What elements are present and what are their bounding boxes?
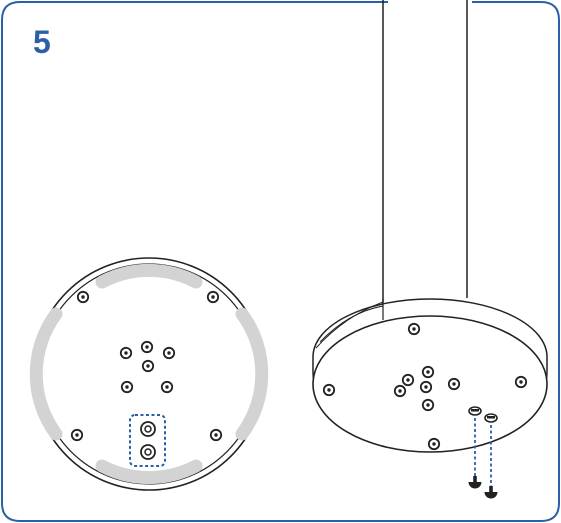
screw-hole-icon (206, 290, 220, 304)
pad-left (29, 307, 63, 441)
screw-hole-icon (401, 373, 415, 387)
insertion-hole-icon (484, 413, 498, 423)
screw-hole-icon (119, 346, 133, 360)
highlighted-screw-hole-icon (140, 444, 156, 460)
screw-hole-icon (209, 428, 223, 442)
screw-hole-icon (393, 384, 407, 398)
screw-hole-icon (160, 380, 174, 394)
screw-hole-icon (514, 375, 528, 389)
screw-hole-icon (447, 377, 461, 391)
screw-hole-icon (421, 365, 435, 379)
insertion-hole-icon (468, 406, 482, 416)
highlighted-screw-hole-icon (140, 421, 156, 437)
pad-top (95, 263, 203, 289)
screw-icon (468, 476, 482, 489)
pad-bottom (95, 459, 203, 485)
screw-hole-icon (140, 340, 154, 354)
base-bottom-view (29, 257, 269, 491)
screw-hole-icon (120, 380, 134, 394)
screw-hole-icon (421, 398, 435, 412)
screw-hole-icon (322, 383, 336, 397)
highlight-box (129, 414, 166, 467)
screw-hole-icon (76, 290, 90, 304)
rubber-pads (29, 263, 269, 485)
screw-hole-icon (407, 322, 421, 336)
step-number: 5 (33, 24, 51, 60)
screw-hole-icon (419, 380, 433, 394)
screw-hole-icon (141, 359, 155, 373)
screw-hole-icon (427, 437, 441, 451)
screw-icon (484, 486, 498, 499)
stand-perspective-view (312, 0, 548, 499)
screw-hole-icon (162, 346, 176, 360)
screw-hole-icon (70, 428, 84, 442)
pad-right (235, 307, 269, 441)
